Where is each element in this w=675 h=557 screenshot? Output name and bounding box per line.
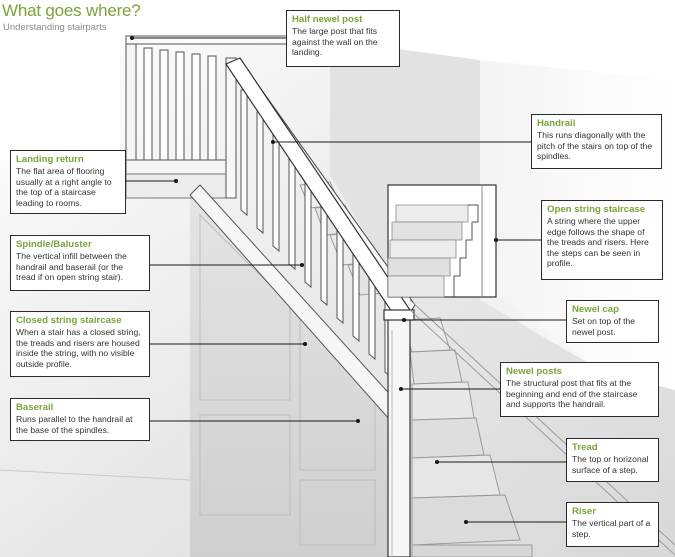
callout-description: The vertical infill between the handrail… bbox=[16, 251, 127, 283]
callout-newel-cap: Newel cap Set on top of the newel post. bbox=[566, 300, 659, 343]
callout-description: When a stair has a closed string, the tr… bbox=[16, 327, 141, 369]
callout-title: Baserail bbox=[16, 402, 54, 413]
callout-description: The vertical part of a step. bbox=[572, 518, 651, 539]
callout-title: Spindle/Baluster bbox=[16, 239, 92, 250]
callout-title: Handrail bbox=[537, 118, 576, 129]
callout-handrail: Handrail This runs diagonally with the p… bbox=[531, 114, 662, 169]
callout-description: The top or horizonal surface of a step. bbox=[572, 454, 649, 475]
callout-landing-return: Landing return The flat area of flooring… bbox=[10, 150, 126, 214]
open-string-inset bbox=[387, 184, 497, 298]
callout-title: Open string staircase bbox=[547, 204, 646, 215]
callout-description: The flat area of flooring usually at a r… bbox=[16, 166, 112, 208]
callout-description: Set on top of the newel post. bbox=[572, 316, 636, 337]
callout-description: This runs diagonally with the pitch of t… bbox=[537, 130, 653, 162]
bottom-newel-post bbox=[383, 309, 415, 557]
page-subtitle: Understanding stairparts bbox=[3, 22, 107, 33]
callout-half-newel-post: Half newel post The large post that fits… bbox=[286, 10, 400, 67]
callout-baserail: Baserail Runs parallel to the handrail a… bbox=[10, 398, 150, 441]
callout-description: The large post that fits against the wal… bbox=[292, 26, 378, 58]
callout-spindle-baluster: Spindle/Baluster The vertical infill bet… bbox=[10, 235, 150, 291]
page-title: What goes where? bbox=[2, 1, 141, 20]
callout-description: A string where the upper edge follows th… bbox=[547, 216, 649, 269]
callout-description: Runs parallel to the handrail at the bas… bbox=[16, 414, 133, 435]
callout-tread: Tread The top or horizonal surface of a … bbox=[566, 438, 659, 482]
callout-open-string-staircase: Open string staircase A string where the… bbox=[541, 200, 663, 280]
callout-title: Half newel post bbox=[292, 14, 363, 25]
callout-title: Landing return bbox=[16, 154, 84, 165]
callout-riser: Riser The vertical part of a step. bbox=[566, 502, 659, 547]
callout-title: Newel posts bbox=[506, 366, 562, 377]
callout-closed-string-staircase: Closed string staircase When a stair has… bbox=[10, 311, 150, 377]
callout-newel-posts: Newel posts The structural post that fit… bbox=[500, 362, 659, 417]
callout-title: Riser bbox=[572, 506, 596, 517]
under-stair-panelling bbox=[0, 195, 390, 557]
callout-description: The structural post that fits at the beg… bbox=[506, 378, 638, 410]
callout-title: Newel cap bbox=[572, 304, 619, 315]
callout-title: Closed string staircase bbox=[16, 315, 122, 326]
callout-title: Tread bbox=[572, 442, 598, 453]
leader-lines bbox=[126, 35, 566, 525]
